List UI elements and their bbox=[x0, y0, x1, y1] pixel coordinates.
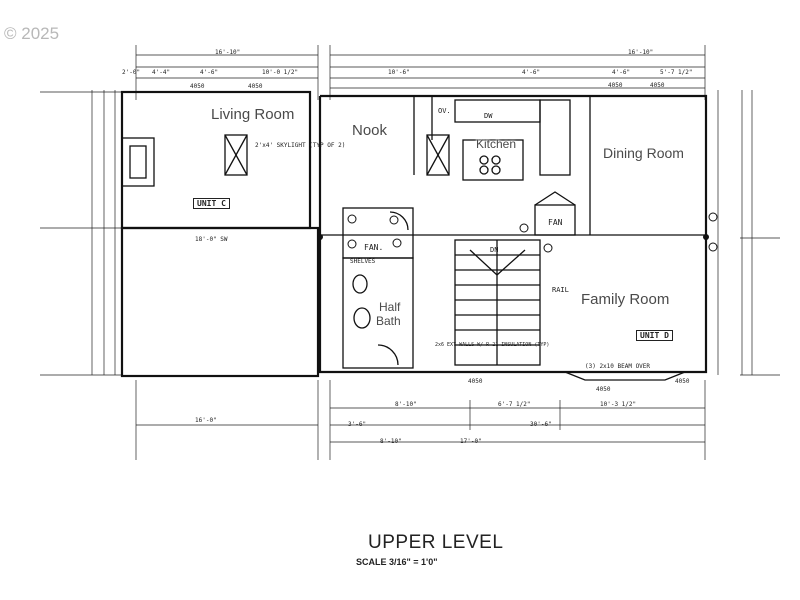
dim-bottom-row2-2: 30'-6" bbox=[530, 421, 552, 428]
note-rail: RAIL bbox=[552, 286, 569, 294]
note-oven: OV. bbox=[438, 107, 451, 115]
note-fan-bath: FAN. bbox=[364, 243, 384, 252]
dim-bottom-row3-2: 17'-0" bbox=[460, 438, 482, 445]
room-family-room: Family Room bbox=[581, 291, 670, 308]
note-beam: (3) 2x10 BEAM OVER bbox=[585, 363, 651, 370]
dim-left-win2: 4050 bbox=[248, 83, 263, 90]
dimension-lines bbox=[40, 45, 780, 460]
note-shelves: SHELVES bbox=[350, 258, 376, 265]
dim-bottom-mid3: 10'-3 1/2" bbox=[600, 401, 637, 408]
plan-title: UPPER LEVEL bbox=[368, 532, 504, 553]
room-half-bath-line2: Bath bbox=[376, 314, 401, 328]
note-dishwasher: DW bbox=[484, 112, 493, 120]
dim-bottom-row2-1: 3'-6" bbox=[348, 421, 367, 428]
dim-top-total-left: 16'-10" bbox=[215, 49, 241, 56]
note-ext-walls: 2x6 EXT WALLS W/ R-21 INSULATION (TYP) bbox=[435, 342, 550, 348]
dim-right-win1: 4050 bbox=[608, 82, 623, 89]
note-fan-pantry: FAN bbox=[548, 218, 563, 227]
dim-left-top4: 10'-0 1/2" bbox=[262, 69, 299, 76]
dim-bottom-row3-1: 8'-10" bbox=[380, 438, 402, 445]
dim-mid-top2: 4'-6" bbox=[522, 69, 541, 76]
room-nook: Nook bbox=[352, 122, 388, 139]
dim-mid-top4: 5'-7 1/2" bbox=[660, 69, 693, 76]
dim-bottom-mid2: 6'-7 1/2" bbox=[498, 401, 531, 408]
unit-d-label: UNIT D bbox=[636, 330, 673, 341]
room-kitchen: Kitchen bbox=[476, 137, 517, 151]
note-lower-wall: 18'-0" SW bbox=[195, 236, 228, 243]
dim-mid-top3: 4'-6" bbox=[612, 69, 631, 76]
unit-c-label: UNIT C bbox=[193, 198, 230, 209]
dim-bottom-win2: 4050 bbox=[596, 386, 611, 393]
dim-left-top1: 2'-0" bbox=[122, 69, 141, 76]
dim-mid-top1: 10'-6" bbox=[388, 69, 410, 76]
copyright-watermark: © 2025 bbox=[4, 24, 60, 43]
room-living-room: Living Room bbox=[211, 106, 295, 123]
room-dining-room: Dining Room bbox=[603, 145, 684, 161]
dim-left-win1: 4050 bbox=[190, 83, 205, 90]
dim-bottom-win3: 4050 bbox=[675, 378, 690, 385]
dim-left-top2: 4'-4" bbox=[152, 69, 171, 76]
dim-bottom-mid1: 8'-10" bbox=[395, 401, 417, 408]
dim-bottom-left: 16'-0" bbox=[195, 417, 217, 424]
dim-bottom-win1: 4050 bbox=[468, 378, 483, 385]
note-down: DN bbox=[490, 246, 499, 254]
dim-top-total-right: 16'-10" bbox=[628, 49, 654, 56]
callouts bbox=[347, 212, 718, 253]
plan-scale: SCALE 3/16" = 1'0" bbox=[356, 557, 438, 567]
note-skylight: 2'x4' SKYLIGHT (TYP OF 2) bbox=[255, 142, 346, 149]
dim-right-win2: 4050 bbox=[650, 82, 665, 89]
room-half-bath-line1: Half bbox=[379, 300, 401, 314]
dim-left-top3: 4'-6" bbox=[200, 69, 219, 76]
